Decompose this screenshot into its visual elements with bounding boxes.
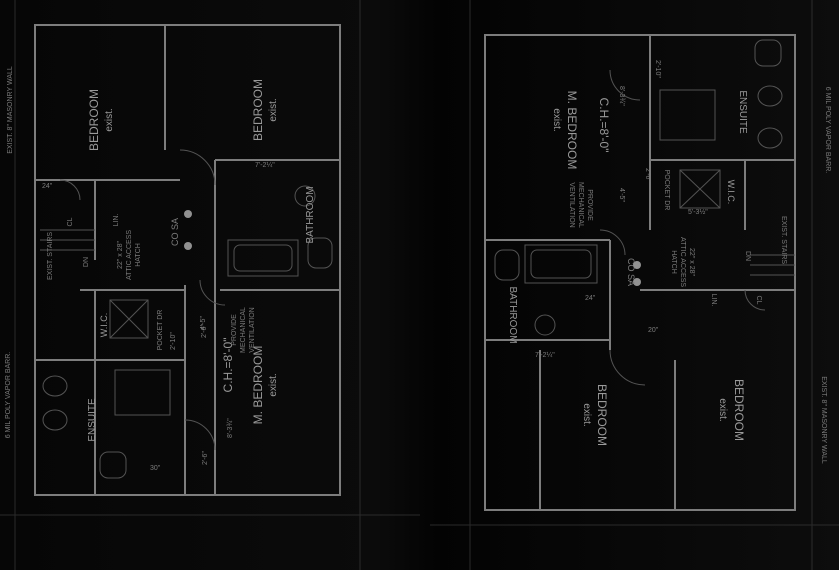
right-dim-3: 2'-10" <box>654 60 661 78</box>
right-bedroom1-label: BEDROOM <box>732 379 746 441</box>
left-stairs-dn: DN <box>83 257 90 267</box>
left-hatch-l3: HATCH <box>135 243 142 267</box>
left-vent-l3: VENTILATION <box>249 307 256 352</box>
right-dim-7: 24" <box>585 295 596 302</box>
right-dim-2: 2'-6" <box>644 168 651 182</box>
left-bedroom2-label: BEDROOM <box>251 79 265 141</box>
right-vent-l3: VENTILATION <box>568 182 575 227</box>
left-hatch-l2: ATTIC ACCESS <box>126 230 133 280</box>
left-mbedroom-label: M. BEDROOM <box>251 346 265 425</box>
left-vent-l1: PROVIDE <box>231 314 238 346</box>
left-bedroom1-label: BEDROOM <box>87 89 101 151</box>
right-hatch-l3: HATCH <box>670 250 677 274</box>
left-wall-note: EXIST. 8" MASONRY WALL <box>7 66 14 154</box>
left-bedroom2-sub: exist. <box>268 98 279 121</box>
left-mbedroom-sub: exist. <box>268 373 279 396</box>
right-vent-l2: MECHANICAL <box>577 182 584 228</box>
left-poly-note: 6 MIL POLY VAPOR BARR. <box>5 352 12 439</box>
left-cl: CL <box>67 217 74 226</box>
left-pocket: POCKET DR <box>157 310 164 351</box>
left-floor-plan: BEDROOM exist. BEDROOM exist. BATHROOM C… <box>0 0 420 570</box>
right-mbedroom-label: M. BEDROOM <box>565 91 579 170</box>
left-lin: LIN. <box>113 214 120 227</box>
right-hatch-l2: ATTIC ACCESS <box>679 237 686 287</box>
left-ensuite-label: ENSUITE <box>87 398 98 442</box>
left-dim-7: 24" <box>42 183 53 190</box>
right-vent-l1: PROVIDE <box>586 189 593 221</box>
right-dim-6: 5'-3½" <box>688 208 708 216</box>
right-hatch-l1: 22" x 28" <box>688 248 695 276</box>
left-dim-2: 2'-6" <box>201 324 208 338</box>
right-stairs-dn: DN <box>744 251 751 261</box>
left-dim-4: 4'-5" <box>200 316 207 330</box>
right-mbedroom-ch: C.H.=8'-0" <box>597 98 611 153</box>
right-bedroom2-label: BEDROOM <box>595 384 609 446</box>
right-dim-8: 20" <box>648 327 659 334</box>
left-dim-8: 30" <box>150 465 161 472</box>
right-dim-1: 7'-2¼" <box>535 352 555 359</box>
left-wic-label: W.I.C. <box>99 313 109 338</box>
right-dim-4: 4'-5" <box>618 188 625 202</box>
left-co-sa: CO SA <box>170 218 180 246</box>
left-vent-l2: MECHANICAL <box>240 307 247 353</box>
right-lin: LIN. <box>710 294 717 307</box>
right-bedroom1-sub: exist. <box>717 398 728 421</box>
right-ensuite-label: ENSUITE <box>737 90 748 134</box>
right-wic-label: W.I.C. <box>726 180 736 205</box>
right-bathroom-label: BATHROOM <box>507 286 518 343</box>
right-cl: CL <box>755 296 762 305</box>
left-dim-5: 8'-3¾" <box>227 418 234 438</box>
left-bedroom1-sub: exist. <box>104 108 115 131</box>
right-poly-note: 6 MIL POLY VAPOR BARR. <box>824 87 831 174</box>
right-stairs-label: EXIST. STAIRS <box>780 216 787 264</box>
right-mbedroom-sub: exist. <box>551 108 562 131</box>
right-outer-wall <box>484 34 796 511</box>
left-bathroom-label: BATHROOM <box>305 186 316 243</box>
right-pocket: POCKET DR <box>663 170 670 211</box>
left-mbedroom-ch: C.H.=8'-0" <box>221 338 235 393</box>
left-stairs-label: EXIST. STAIRS <box>47 232 54 280</box>
left-outer-wall <box>34 24 341 496</box>
right-wall-note: EXIST. 8" MASONRY WALL <box>820 376 827 464</box>
right-co-sa: CO SA <box>626 258 636 286</box>
left-hatch-l1: 22" x 28" <box>117 241 124 269</box>
right-dim-5: 8'-3¾" <box>618 86 625 106</box>
left-dim-6: 2'-6" <box>202 451 209 465</box>
right-bedroom2-sub: exist. <box>581 403 592 426</box>
left-dim-1: 7'-2¼" <box>255 162 275 169</box>
left-dim-3: 2'-10" <box>170 332 177 350</box>
